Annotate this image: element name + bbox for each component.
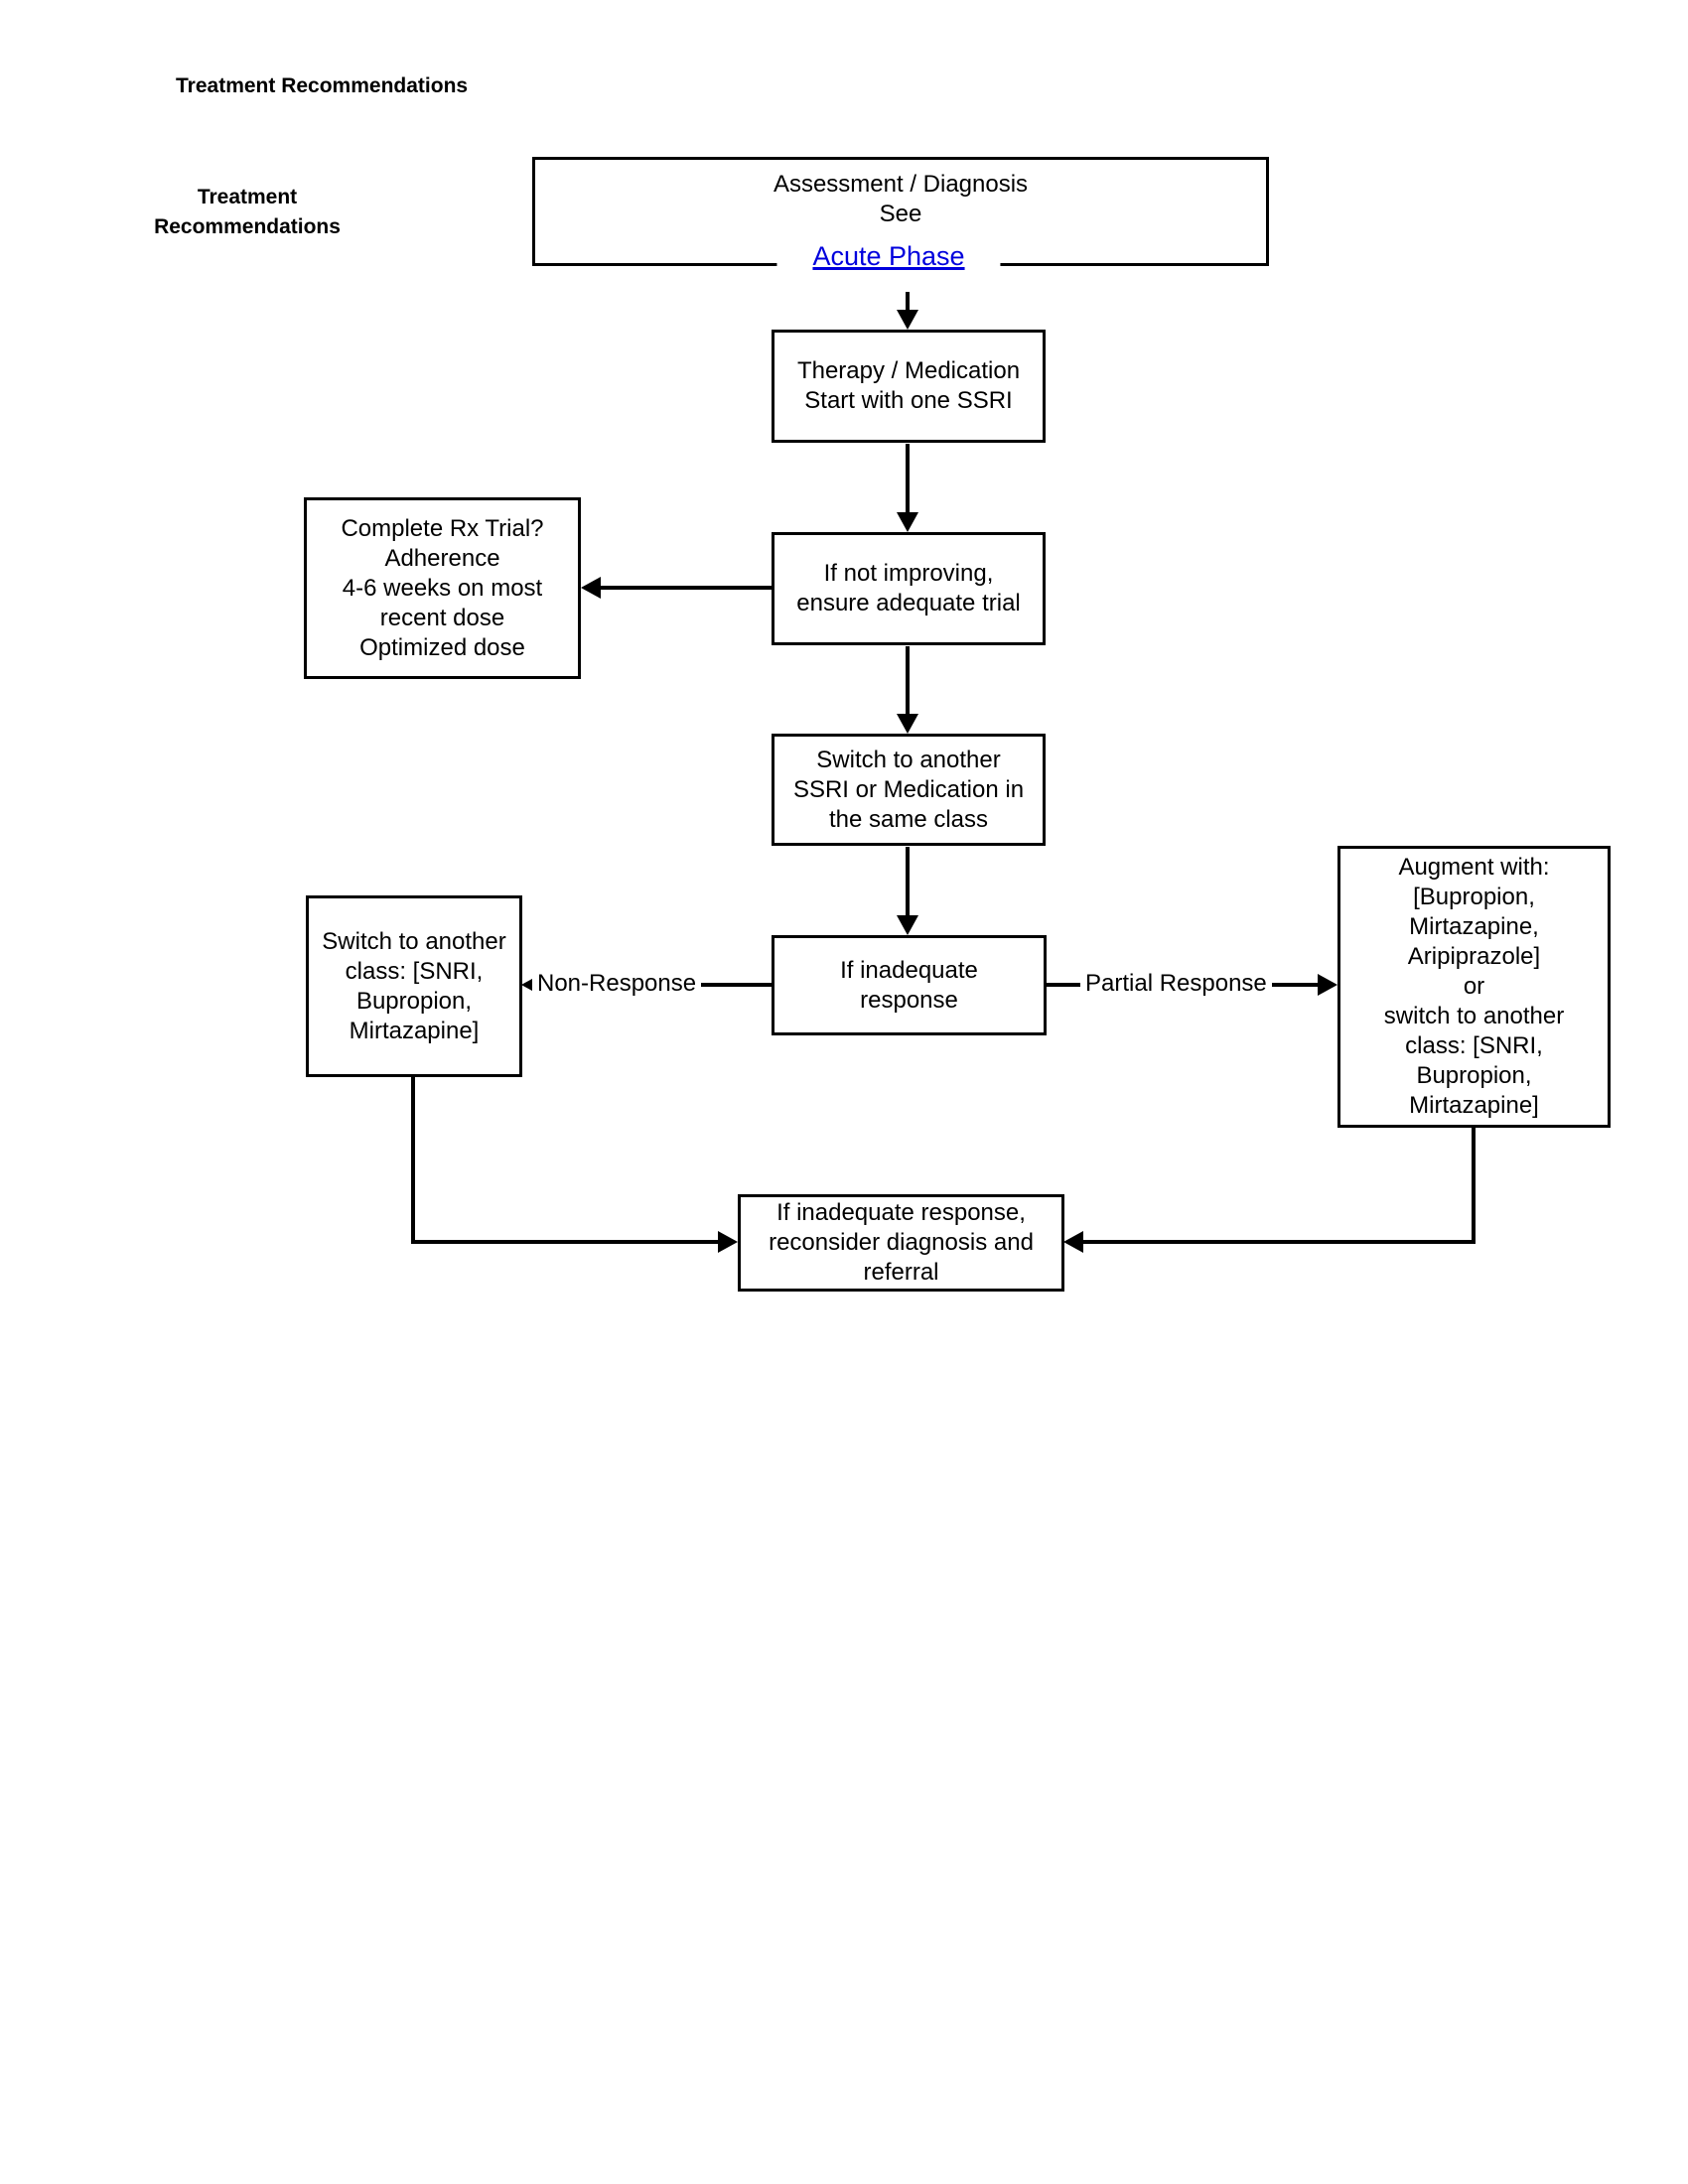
node-augment-or-switch: Augment with: [Bupropion, Mirtazapine, A…: [1337, 846, 1611, 1128]
node-ensure-trial-text: If not improving, ensure adequate trial: [796, 560, 1021, 616]
connector-switch-class-head-icon: [718, 1231, 738, 1253]
arrow-partial-response-head-icon: [1318, 974, 1337, 996]
arrow-assessment-to-therapy-head-icon: [897, 310, 918, 330]
arrow-assessment-to-therapy-shaft: [906, 292, 910, 312]
node-augment-text: Augment with: [Bupropion, Mirtazapine, A…: [1383, 854, 1565, 1119]
arrow-switch-same-to-inadequate-head-icon: [897, 915, 918, 935]
arrow-ensure-trial-to-switch-same-head-icon: [897, 714, 918, 734]
acute-phase-link[interactable]: Acute Phase: [776, 241, 1001, 276]
arrow-ensure-trial-to-complete-rx-head-icon: [581, 577, 601, 599]
node-inadequate-response-text: If inadequate response: [840, 956, 978, 1014]
edge-label-non-response: Non-Response: [532, 969, 702, 999]
node-switch-same-class-text: Switch to another SSRI or Medication in …: [792, 746, 1025, 833]
node-assessment-text: Assessment / Diagnosis See: [773, 171, 1029, 227]
arrow-therapy-to-ensure-trial-head-icon: [897, 512, 918, 532]
node-switch-other-class-text: Switch to another class: [SNRI, Bupropio…: [322, 927, 506, 1044]
node-inadequate-response: If inadequate response: [772, 935, 1047, 1035]
node-complete-rx-text: Complete Rx Trial? Adherence 4-6 weeks o…: [341, 514, 544, 661]
connector-switch-class-down-shaft: [411, 1077, 415, 1244]
node-reconsider-text: If inadequate response, reconsider diagn…: [769, 1199, 1034, 1286]
arrow-switch-same-to-inadequate-shaft: [906, 847, 910, 916]
connector-augment-head-icon: [1063, 1231, 1083, 1253]
sidebar-caption: Treatment Recommendations: [154, 186, 341, 238]
page-title: Treatment Recommendations: [176, 74, 469, 97]
arrow-ensure-trial-to-switch-same-shaft: [906, 646, 910, 714]
edge-label-partial-response: Partial Response: [1080, 969, 1272, 999]
connector-augment-down-shaft: [1472, 1128, 1476, 1244]
connector-augment-left-shaft: [1081, 1240, 1474, 1244]
node-reconsider-diagnosis: If inadequate response, reconsider diagn…: [738, 1194, 1064, 1292]
node-ensure-adequate-trial: If not improving, ensure adequate trial: [772, 532, 1046, 645]
node-complete-rx-trial: Complete Rx Trial? Adherence 4-6 weeks o…: [304, 497, 581, 679]
connector-switch-class-right-shaft: [411, 1240, 720, 1244]
node-switch-same-class: Switch to another SSRI or Medication in …: [772, 734, 1046, 846]
arrow-ensure-trial-to-complete-rx-shaft: [598, 586, 774, 590]
node-therapy-text: Therapy / Medication Start with one SSRI: [796, 357, 1021, 414]
node-switch-other-class: Switch to another class: [SNRI, Bupropio…: [306, 895, 522, 1077]
arrow-therapy-to-ensure-trial-shaft: [906, 444, 910, 513]
node-therapy-medication: Therapy / Medication Start with one SSRI: [772, 330, 1046, 443]
